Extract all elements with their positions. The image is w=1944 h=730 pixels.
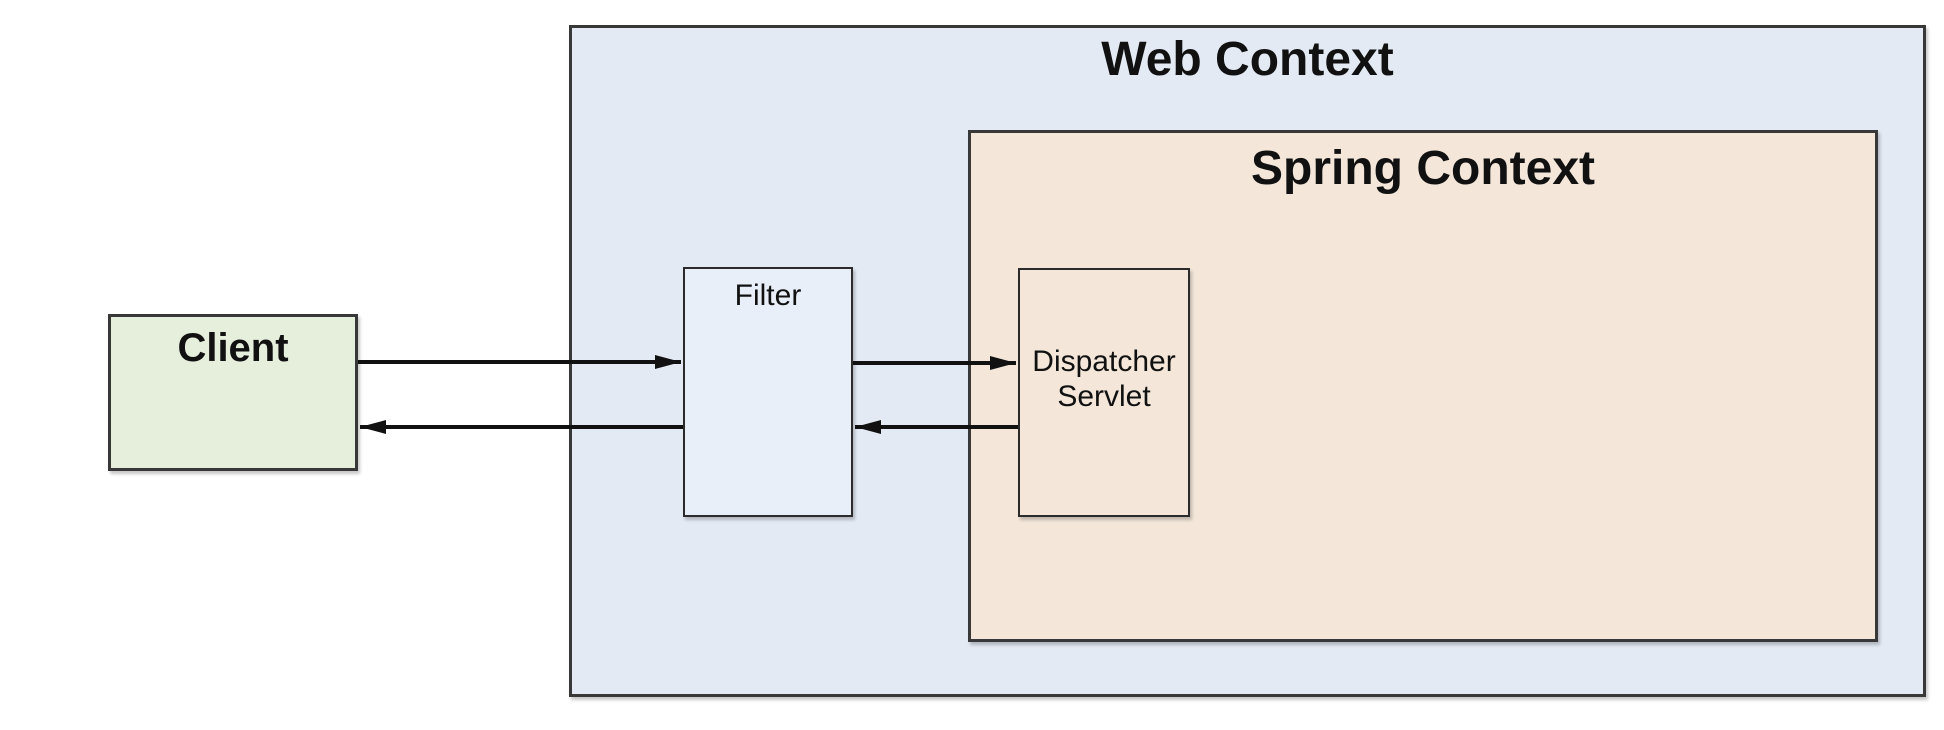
- dispatcher-servlet-label: Dispatcher Servlet: [1032, 345, 1176, 413]
- spring-context-container: Spring Context: [968, 130, 1878, 642]
- dispatcher-servlet-node: Dispatcher Servlet: [1018, 268, 1190, 517]
- spring-context-label: Spring Context: [1251, 142, 1595, 195]
- client-label: Client: [177, 326, 289, 370]
- client-node: Client: [108, 314, 358, 471]
- filter-label: Filter: [734, 279, 802, 312]
- filter-node: Filter: [683, 267, 853, 517]
- web-context-label: Web Context: [1101, 33, 1394, 86]
